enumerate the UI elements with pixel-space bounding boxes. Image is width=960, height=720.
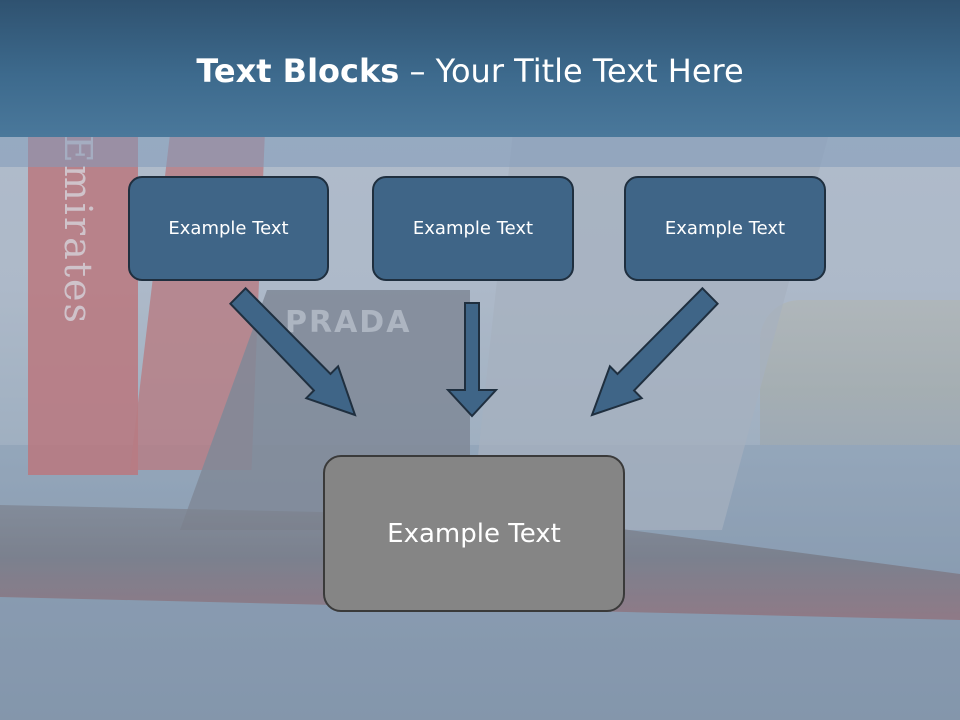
text-block-label: Example Text [664, 218, 786, 239]
text-block-bottom[interactable]: Example Text [323, 455, 625, 612]
text-block-top-right[interactable]: Example Text [624, 176, 826, 281]
background-hull-lettering: PRADA [285, 305, 412, 340]
text-block-top-left[interactable]: Example Text [128, 176, 329, 281]
arrow-diagonal-left-down-icon [590, 286, 719, 417]
arrow-down-icon [445, 302, 499, 418]
text-block-label: Example Text [412, 218, 534, 239]
text-block-label: Example Text [168, 218, 289, 239]
slide-title-rest: – Your Title Text Here [399, 52, 744, 90]
title-bar [0, 0, 960, 137]
arrow-diagonal-right-down-icon [229, 286, 357, 417]
background-red-sail [28, 130, 138, 475]
text-block-top-center[interactable]: Example Text [372, 176, 574, 281]
title-bar-shadow [0, 137, 960, 167]
text-block-label: Example Text [387, 518, 561, 549]
slide-title: Text Blocks – Your Title Text Here [0, 52, 940, 90]
background-shoreline [760, 300, 960, 450]
slide-title-bold: Text Blocks [196, 52, 400, 90]
